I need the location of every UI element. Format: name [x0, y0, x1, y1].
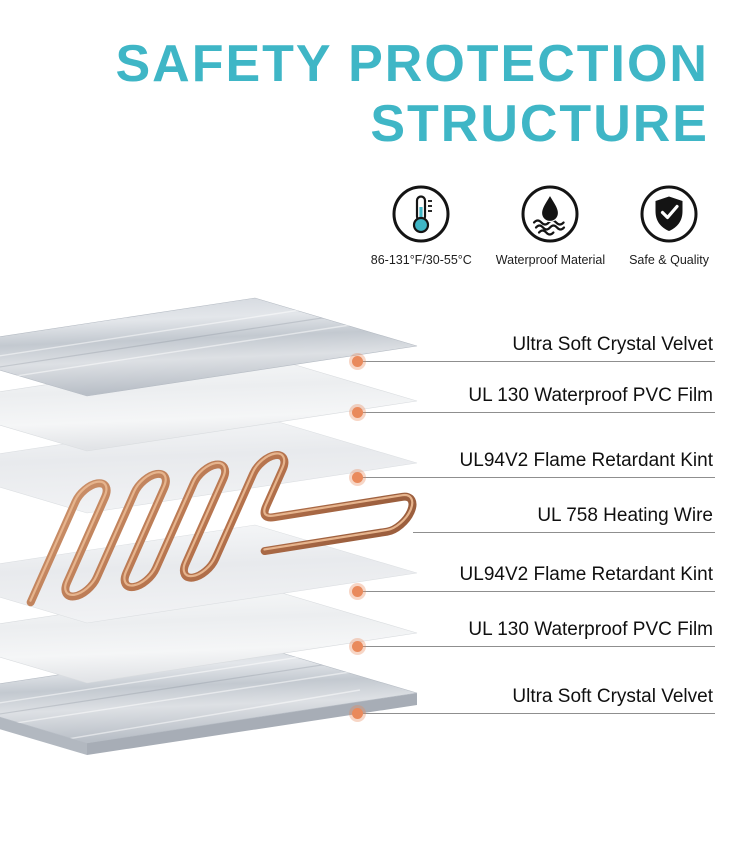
- callout-dot: [352, 586, 363, 597]
- layer-callout-2: UL 130 Waterproof PVC Film: [352, 377, 715, 418]
- waterproof-icon: [521, 185, 579, 243]
- velvet-bottom-texture: [0, 653, 361, 743]
- feature-temperature-label: 86-131°F/30-55°C: [370, 253, 472, 267]
- layer-label: Ultra Soft Crystal Velvet: [512, 334, 713, 355]
- feature-safety: Safe & Quality: [629, 184, 709, 267]
- callout-dot: [352, 407, 363, 418]
- layer-label: Ultra Soft Crystal Velvet: [512, 686, 713, 707]
- shield-check-icon: [640, 185, 698, 243]
- layer-callout-4: UL 758 Heating Wire: [408, 497, 715, 533]
- layer-callout-1: Ultra Soft Crystal Velvet: [352, 326, 715, 367]
- feature-safety-label: Safe & Quality: [629, 253, 709, 267]
- callout-line: [357, 591, 715, 592]
- velvet-bottom-edge-face: [87, 693, 417, 755]
- layer-stack-illustration: [0, 297, 449, 755]
- callout-dot: [352, 472, 363, 483]
- feature-temperature: 86-131°F/30-55°C: [371, 184, 472, 267]
- callout-line: [357, 412, 715, 413]
- layer-callout-6: UL 130 Waterproof PVC Film: [352, 611, 715, 652]
- feature-icons-row: 86-131°F/30-55°C Waterproof Material Saf…: [371, 184, 709, 267]
- callout-line: [413, 532, 715, 533]
- callout-dot: [352, 356, 363, 367]
- feature-waterproof-label: Waterproof Material: [495, 253, 606, 267]
- layer-label: UL94V2 Flame Retardant Kint: [459, 564, 713, 585]
- layer-callout-3: UL94V2 Flame Retardant Kint: [352, 442, 715, 483]
- layer-label: UL94V2 Flame Retardant Kint: [459, 450, 713, 471]
- callout-line: [357, 361, 715, 362]
- callout-dot: [352, 641, 363, 652]
- thermometer-icon: [392, 185, 450, 243]
- velvet-bottom-side-face: [0, 717, 87, 755]
- heating-wire: [29, 426, 449, 603]
- title-line-2: STRUCTURE: [370, 95, 709, 153]
- layer-label: UL 130 Waterproof PVC Film: [468, 385, 713, 406]
- heating-wire-highlight: [30, 426, 448, 602]
- callout-line: [357, 646, 715, 647]
- layer-label: UL 130 Waterproof PVC Film: [468, 619, 713, 640]
- callout-dot: [352, 708, 363, 719]
- callout-line: [357, 477, 715, 478]
- page-title: SAFETY PROTECTION STRUCTURE: [115, 34, 709, 154]
- layer-callout-5: UL94V2 Flame Retardant Kint: [352, 556, 715, 597]
- layer-label: UL 758 Heating Wire: [537, 505, 713, 526]
- title-line-1: SAFETY PROTECTION: [115, 35, 709, 93]
- callout-line: [357, 713, 715, 714]
- feature-waterproof: Waterproof Material: [496, 184, 605, 267]
- layer-callout-7: Ultra Soft Crystal Velvet: [352, 678, 715, 719]
